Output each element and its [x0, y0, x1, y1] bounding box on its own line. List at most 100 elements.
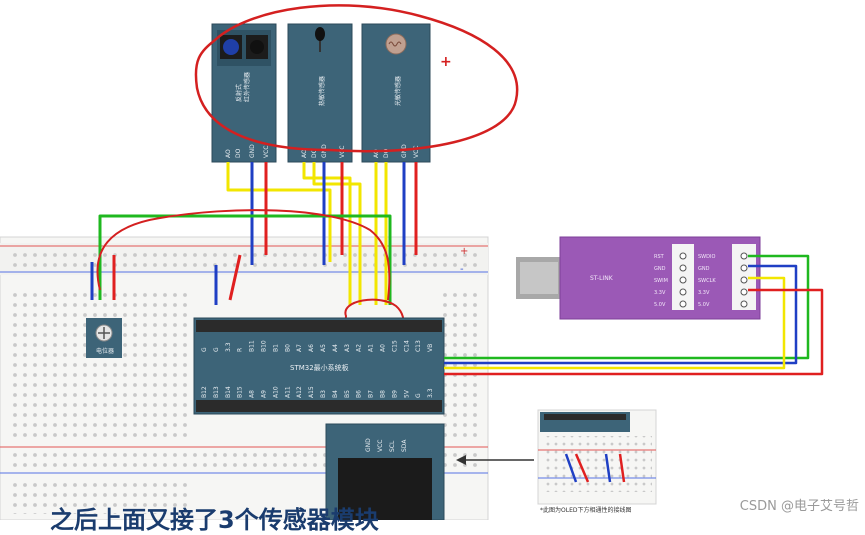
arrow-icon	[456, 455, 534, 465]
stm32-pin-label: B4	[332, 390, 339, 398]
stlink-pin	[679, 276, 687, 284]
stlink-pin-label: GND	[654, 266, 666, 272]
stlink-pin-label: 3.3V	[698, 290, 710, 296]
svg-text:热敏传感器: 热敏传感器	[318, 76, 326, 106]
rail-minus-mark: -	[460, 264, 464, 275]
stm32-pin-label: G	[201, 347, 208, 352]
inset-breadboard: *此图为OLED下方相通性的接线图	[537, 409, 657, 514]
stlink-pin	[679, 264, 687, 272]
stm32-pin-label: A5	[320, 344, 327, 352]
stm32-pin-label: B10	[261, 340, 268, 352]
stm32-pin-label: B14	[225, 386, 232, 398]
stlink-pin-label: 5.0V	[654, 302, 666, 308]
annotation-scribble	[96, 209, 391, 301]
stlink-pin	[740, 288, 748, 296]
potentiometer-label: 电位器	[96, 347, 114, 355]
infrared-icon	[220, 35, 268, 59]
stlink-pin	[679, 252, 687, 260]
sensor-pin-label: DO	[235, 148, 242, 158]
stlink-pin-label: RST	[654, 254, 665, 260]
stm32-pin-label: B3	[320, 390, 327, 398]
oled-display: GND VCC SCL SDA	[325, 423, 445, 520]
stm32-pin-label: 3.3	[427, 388, 434, 398]
stm32-pin-label: B15	[237, 386, 244, 398]
stm32-pin-label: B5	[344, 390, 351, 398]
stm32-pin-label: A7	[296, 344, 303, 352]
annotation-ellipse	[194, 4, 519, 153]
sensor-pin-label: AO	[301, 149, 308, 158]
stm32-pin-label: B6	[356, 390, 363, 398]
stm32-pin-label: A1	[368, 344, 375, 352]
stm32-pin-label: G	[213, 347, 220, 352]
stm32-pin-label: G	[415, 393, 422, 398]
stm32-pin-label: C13	[415, 340, 422, 352]
stm32-pin-label: A10	[272, 386, 279, 398]
stm32-pin-label: B12	[201, 386, 208, 398]
stm32-pin-label: A2	[356, 344, 363, 352]
csdn-watermark: CSDN @电子艾号哲	[739, 499, 859, 514]
svg-text:红外传感器: 红外传感器	[243, 72, 251, 102]
stm32-title: STM32最小系统板	[290, 363, 349, 372]
oled-pin-labels: GND VCC SCL SDA	[365, 438, 408, 452]
oled-pin-label: GND	[365, 438, 372, 452]
stm32-pin-label: A9	[261, 390, 268, 398]
stlink-name: ST-LINK	[590, 275, 614, 282]
sensor-pin-label: GND	[249, 144, 256, 158]
stm32-pin-label: B8	[380, 390, 387, 398]
rail-plus-mark: +	[460, 246, 468, 257]
sensor-pin-label: VCC	[263, 146, 270, 158]
stlink-pin	[679, 300, 687, 308]
photoresistor-icon	[385, 33, 407, 55]
stlink-pin-label: GND	[698, 266, 710, 272]
sensor-pin-label: VCC	[413, 146, 420, 158]
stm32-pin-label: C15	[391, 340, 398, 352]
stlink-pin	[679, 288, 687, 296]
sensor-label: 反射式 红外传感器	[235, 72, 251, 102]
thermistor-icon	[315, 27, 325, 52]
stm32-pin-label: B7	[368, 390, 375, 398]
sensor-label: 热敏传感器	[318, 76, 326, 106]
stlink-pin-label: SWCLK	[698, 278, 716, 284]
svg-text:反射式: 反射式	[235, 84, 243, 102]
wiring-diagram: + - 反射式 红外传感器 热敏传感器	[0, 4, 824, 520]
sensor-pin-label: DO	[311, 148, 318, 158]
stm32-pin-label: VB	[427, 344, 434, 352]
sensor-label: 光敏传感器	[394, 76, 402, 106]
stlink-pin	[740, 252, 748, 260]
stm32-pin-label: A3	[344, 344, 351, 352]
potentiometer: 电位器	[86, 318, 122, 358]
sensor-module-photoresistor: 光敏传感器	[361, 23, 431, 163]
stm32-pin-label: A15	[308, 386, 315, 398]
oled-pin-label: SCL	[389, 440, 396, 452]
stm32-pin-label: B9	[391, 390, 398, 398]
stm32-pin-label: A6	[308, 344, 315, 352]
oled-pin-label: SDA	[401, 439, 408, 452]
svg-text:光敏传感器: 光敏传感器	[394, 76, 402, 106]
breadboard: + -	[0, 236, 489, 520]
stm32-pin-label: A11	[284, 386, 291, 398]
stm32-pin-label: B13	[213, 386, 220, 398]
plus-annotation: +	[440, 54, 452, 70]
stm32-pin-label: R	[237, 348, 244, 352]
stlink-pin-label: 3.3V	[654, 290, 666, 296]
stlink-pin	[740, 276, 748, 284]
stm32-pin-label: B1	[272, 344, 279, 352]
oled-pin-label: VCC	[377, 440, 384, 452]
sensor-pin-label: AO	[373, 149, 380, 158]
stlink-pin	[740, 300, 748, 308]
stm32-pin-label: 3.3	[225, 342, 232, 352]
stm32-pin-label: B0	[284, 344, 291, 352]
stlink-left-labels: RST GND SWIM 3.3V 5.0V	[654, 252, 687, 308]
stlink-pin-label: 5.0V	[698, 302, 710, 308]
stlink-pin-label: SWIM	[654, 278, 668, 284]
stm32-pin-label: A8	[249, 390, 256, 398]
stm32-pin-label: A4	[332, 344, 339, 352]
stm32-pin-label: A0	[380, 344, 387, 352]
sensor-pin-label: AO	[225, 149, 232, 158]
inset-note: *此图为OLED下方相通性的接线图	[540, 506, 631, 514]
